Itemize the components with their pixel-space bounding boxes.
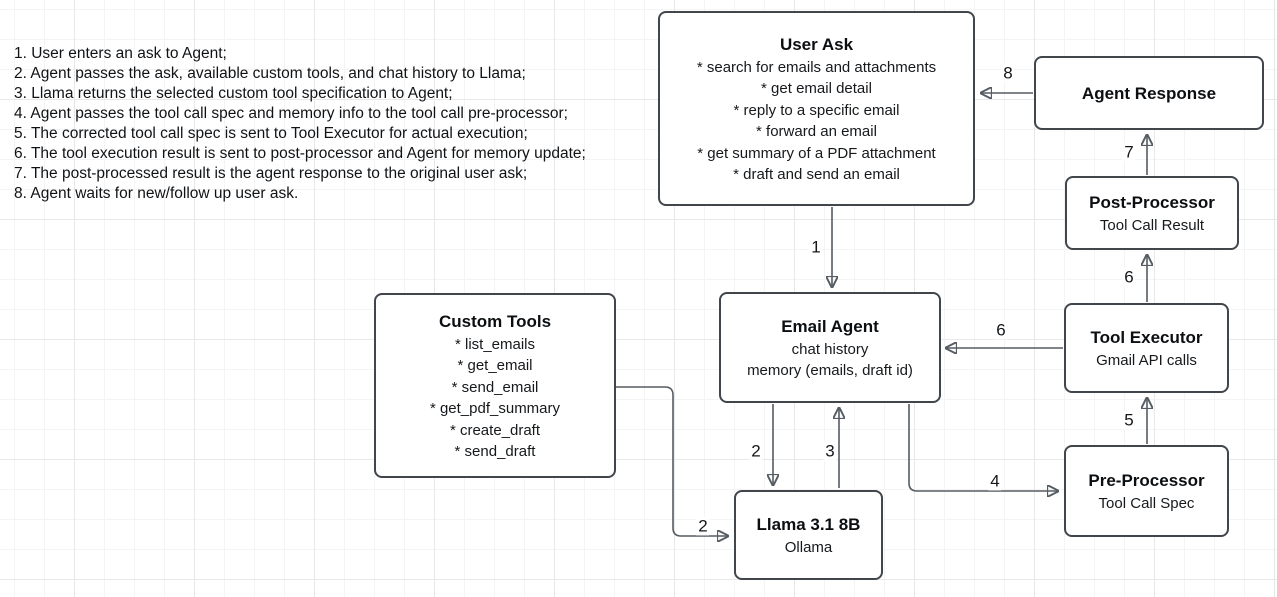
node-user-ask-item: * search for emails and attachments	[696, 58, 937, 76]
note-line: 3. Llama returns the selected custom too…	[14, 85, 453, 102]
edge-label-step6-to-agent: 6	[994, 320, 1008, 340]
note-line: 1. User enters an ask to Agent;	[14, 45, 227, 62]
edge-label-step2-agent-to-llama: 2	[749, 441, 763, 461]
node-agent-response: Agent Response	[1034, 56, 1264, 130]
process-notes: 1. User enters an ask to Agent; 2. Agent…	[14, 44, 654, 204]
node-user-ask-item: * reply to a specific email	[733, 101, 900, 119]
node-llama: Llama 3.1 8B Ollama	[734, 490, 883, 580]
node-llama-title: Llama 3.1 8B	[756, 514, 861, 534]
node-user-ask-item: * get summary of a PDF attachment	[697, 144, 936, 162]
node-user-ask-item: * forward an email	[756, 123, 877, 140]
node-custom-tools-item: * send_email	[451, 378, 539, 396]
node-custom-tools-item: * send_draft	[454, 443, 536, 460]
node-custom-tools-item: * create_draft	[449, 421, 541, 439]
node-pre-processor-subtitle: Tool Call Spec	[1098, 494, 1195, 512]
node-llama-subtitle: Ollama	[784, 538, 833, 556]
node-tool-executor: Tool Executor Gmail API calls	[1064, 303, 1229, 393]
edge-label-step8: 8	[1001, 63, 1015, 83]
note-line: 6. The tool execution result is sent to …	[14, 145, 586, 162]
edge-step4-emailagent-to-preprocessor	[908, 404, 1058, 491]
node-custom-tools-title: Custom Tools	[438, 311, 552, 331]
node-agent-response-title: Agent Response	[1081, 83, 1217, 103]
node-user-ask-item: * get email detail	[761, 80, 872, 97]
note-line: 7. The post-processed result is the agen…	[14, 165, 528, 182]
edge-label-step2-tools-to-llama: 2	[696, 516, 710, 536]
edge-label-step5: 5	[1122, 410, 1136, 430]
node-pre-processor-title: Pre-Processor	[1088, 470, 1205, 490]
edge-label-step1: 1	[809, 237, 823, 257]
note-line: 2. Agent passes the ask, available custo…	[14, 65, 526, 82]
edge-label-step4: 4	[988, 471, 1002, 491]
node-pre-processor: Pre-Processor Tool Call Spec	[1064, 445, 1229, 537]
node-custom-tools-item: * get_email	[457, 357, 533, 374]
edge-label-step3: 3	[823, 441, 837, 461]
node-custom-tools: Custom Tools * list_emails * get_email *…	[374, 293, 616, 478]
note-line: 4. Agent passes the tool call spec and m…	[14, 105, 568, 122]
node-post-processor: Post-Processor Tool Call Result	[1065, 176, 1239, 250]
edge-step2-customtools-to-llama	[616, 386, 728, 536]
node-custom-tools-item: * get_pdf_summary	[429, 400, 561, 417]
node-email-agent-line: memory (emails, draft id)	[747, 362, 913, 379]
node-post-processor-title: Post-Processor	[1089, 192, 1215, 212]
edge-label-step7: 7	[1122, 142, 1136, 162]
node-email-agent-line: chat history	[791, 340, 869, 358]
note-line: 5. The corrected tool call spec is sent …	[14, 125, 528, 142]
node-email-agent: Email Agent chat history memory (emails,…	[719, 292, 941, 403]
note-line: 8. Agent waits for new/follow up user as…	[14, 185, 299, 202]
node-user-ask: User Ask * search for emails and attachm…	[658, 11, 975, 206]
node-tool-executor-subtitle: Gmail API calls	[1096, 351, 1197, 369]
node-tool-executor-title: Tool Executor	[1090, 327, 1203, 347]
edge-label-step6-to-postprocessor: 6	[1122, 267, 1136, 287]
node-user-ask-item: * draft and send an email	[733, 166, 900, 183]
node-custom-tools-item: * list_emails	[454, 335, 536, 353]
node-post-processor-subtitle: Tool Call Result	[1099, 216, 1205, 234]
node-user-ask-title: User Ask	[779, 34, 854, 54]
node-email-agent-title: Email Agent	[781, 316, 879, 336]
